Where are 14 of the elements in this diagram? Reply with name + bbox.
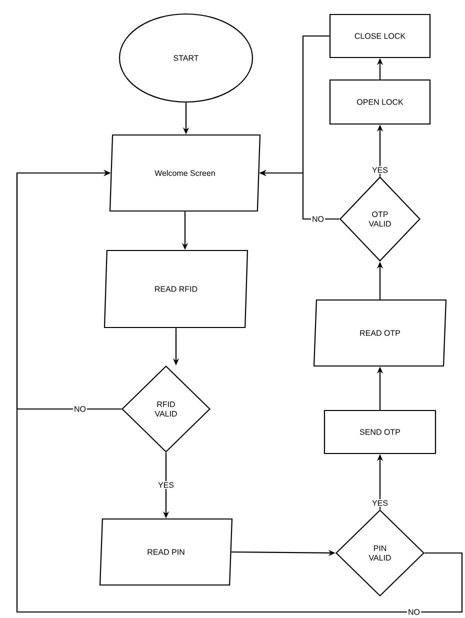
- arrow: [16, 170, 463, 613]
- edge-label: YES: [371, 166, 389, 174]
- process-box: SEND OTP: [324, 410, 436, 454]
- io-parallelogram: READ RFID: [104, 250, 248, 328]
- io-parallelogram: Welcome Screen: [109, 134, 261, 212]
- edge-label: YES: [157, 481, 175, 489]
- edge-label: NO: [73, 405, 87, 413]
- io-parallelogram: READ OTP: [313, 299, 447, 367]
- edge-label: NO: [407, 608, 421, 616]
- process-box: CLOSE LOCK: [329, 14, 431, 58]
- edge-label: YES: [371, 499, 389, 507]
- edge-label: NO: [311, 215, 325, 223]
- process-box: OPEN LOCK: [329, 79, 431, 125]
- io-parallelogram: READ PIN: [99, 518, 233, 586]
